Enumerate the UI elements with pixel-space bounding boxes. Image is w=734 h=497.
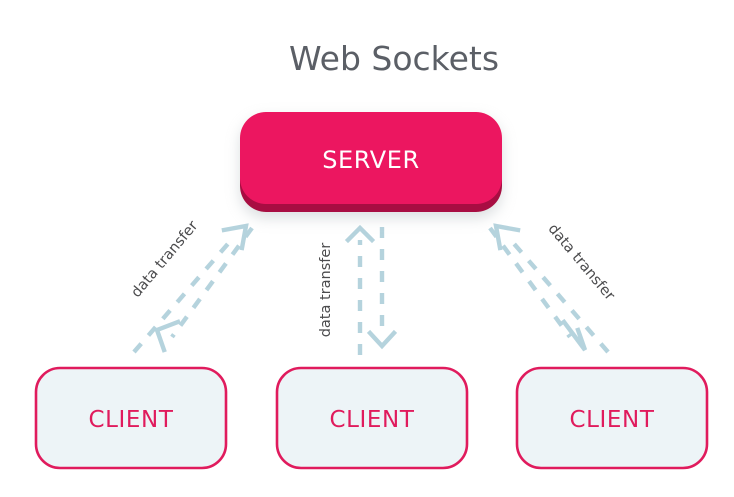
arrow-left-up-line <box>132 236 235 354</box>
arrow-left-up-head <box>221 223 249 251</box>
client-label-2: CLIENT <box>329 407 414 433</box>
server-node[interactable]: SERVER <box>240 112 502 212</box>
arrow-right-up-line <box>507 236 610 354</box>
connection-label-right: data transfer <box>545 221 618 304</box>
arrow-right-down-line <box>488 226 572 339</box>
client-box-1 <box>34 366 228 470</box>
arrow-right-up-head <box>493 223 521 251</box>
client-box-2 <box>275 366 469 470</box>
arrow-left-down-head <box>154 319 181 353</box>
connection-left: data transfer <box>128 218 254 354</box>
arrow-left-down-line <box>170 226 254 339</box>
connection-label-center: data transfer <box>318 243 334 338</box>
client-node-2[interactable]: CLIENT <box>275 366 469 470</box>
page-title: Web Sockets <box>289 39 499 78</box>
arrow-center-up-head <box>344 224 376 244</box>
server-box <box>240 112 502 204</box>
server-label: SERVER <box>322 146 420 174</box>
client-label-3: CLIENT <box>569 407 654 433</box>
arrow-right-down-head <box>560 318 588 352</box>
client-node-3[interactable]: CLIENT <box>515 366 709 470</box>
connection-label-left: data transfer <box>128 218 201 301</box>
client-node-1[interactable]: CLIENT <box>34 366 228 470</box>
client-label-1: CLIENT <box>88 407 173 433</box>
arrow-center-down-head <box>366 329 398 350</box>
connection-center: data transfer <box>318 224 398 355</box>
client-box-3 <box>515 366 709 470</box>
connection-right: data transfer <box>488 221 618 354</box>
